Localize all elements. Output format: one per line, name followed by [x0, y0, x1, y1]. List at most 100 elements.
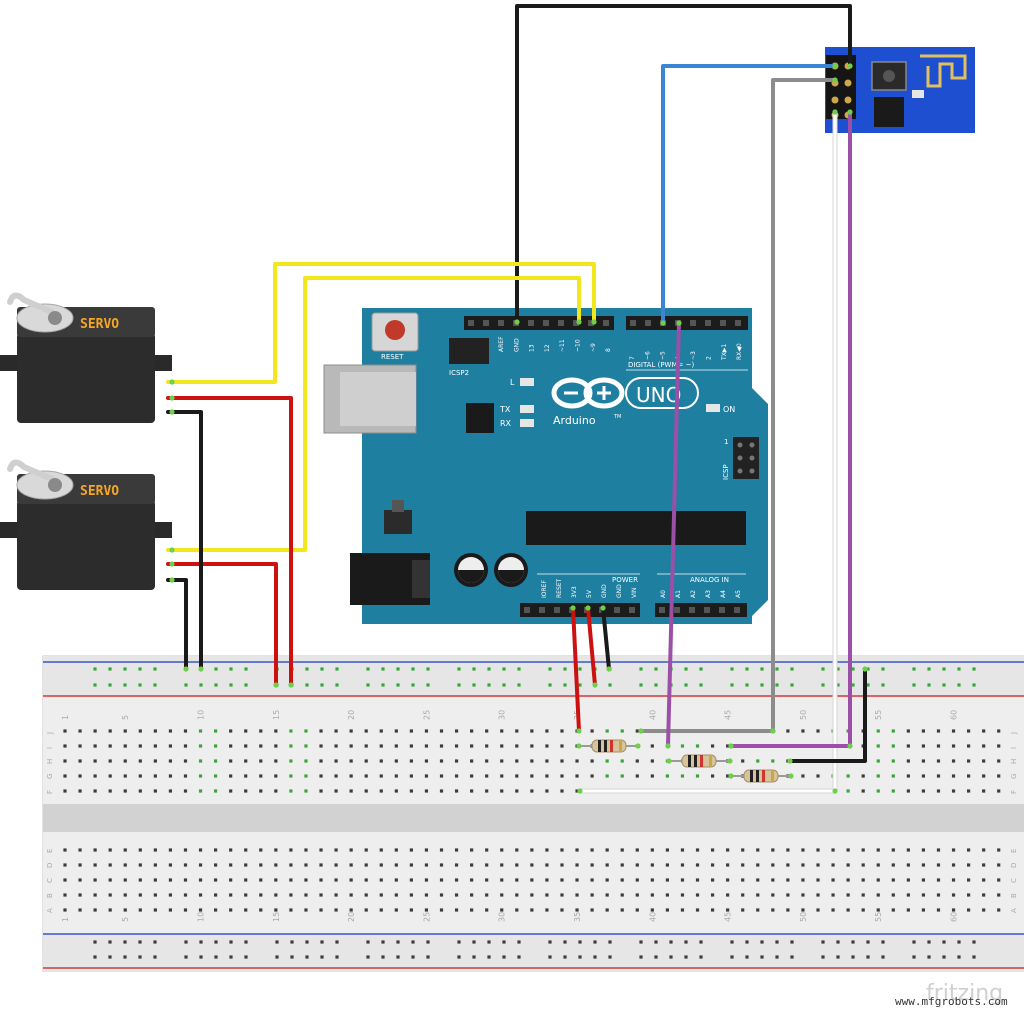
col-number-bottom: 35 — [573, 912, 582, 922]
rail-hole — [381, 683, 385, 687]
rail-hole — [517, 940, 521, 944]
breadboard-hole — [138, 774, 142, 778]
fritzing-logo-text: fritzing — [926, 981, 1003, 1006]
breadboard-hole — [951, 744, 956, 748]
breadboard-hole — [394, 863, 398, 867]
breadboard-hole — [274, 759, 278, 763]
rail-hole — [942, 683, 946, 687]
rail-hole — [957, 683, 961, 687]
breadboard-hole — [439, 863, 444, 867]
breadboard-hole — [982, 744, 986, 748]
row-letter: I — [1010, 747, 1018, 749]
rail-hole — [851, 683, 855, 687]
rail-hole — [836, 683, 840, 687]
breadboard-hole — [229, 893, 233, 897]
breadboard-hole — [590, 908, 594, 912]
rail-hole — [821, 940, 825, 944]
rail-hole — [320, 955, 324, 959]
breadboard-hole — [259, 848, 263, 852]
breadboard-hole — [695, 848, 700, 852]
breadboard-hole — [123, 729, 127, 733]
breadboard-hole — [439, 729, 444, 733]
rail-hole — [760, 940, 764, 944]
breadboard-hole — [485, 759, 489, 763]
breadboard-hole — [726, 908, 730, 912]
breadboard-hole — [500, 789, 504, 793]
breadboard-hole — [846, 774, 850, 778]
breadboard-hole — [846, 893, 850, 897]
breadboard-hole — [545, 744, 549, 748]
breadboard-hole — [108, 893, 112, 897]
rail-hole — [457, 940, 461, 944]
wire-end-dot — [592, 682, 598, 688]
breadboard-hole — [289, 863, 293, 867]
breadboard-hole — [183, 744, 188, 748]
breadboard-hole — [635, 759, 639, 763]
breadboard-hole — [470, 729, 474, 733]
wire-end-dot — [727, 758, 733, 764]
breadboard-hole — [726, 893, 730, 897]
breadboard-hole — [485, 863, 489, 867]
rail-hole — [184, 683, 188, 687]
breadboard-hole — [680, 863, 685, 867]
rail-hole — [730, 955, 734, 959]
breadboard-hole — [304, 789, 308, 793]
top-header-label: GND — [513, 338, 520, 352]
rail-hole — [745, 955, 749, 959]
breadboard-hole — [138, 893, 142, 897]
breadboard-hole — [409, 878, 413, 882]
breadboard-hole — [756, 863, 760, 867]
rail-hole — [381, 667, 385, 671]
wire-end-dot — [169, 409, 175, 415]
breadboard-hole — [319, 908, 323, 912]
rail-hole — [669, 955, 673, 959]
top-header-label: RX◀0 — [736, 343, 743, 360]
breadboard-hole — [289, 744, 293, 748]
breadboard-hole — [560, 878, 564, 882]
breadboard-hole — [936, 908, 941, 912]
row-letter: G — [1010, 774, 1018, 779]
breadboard-hole — [168, 878, 173, 882]
breadboard-hole — [379, 744, 383, 748]
breadboard-hole — [214, 908, 218, 912]
breadboard-hole — [334, 789, 338, 793]
rail-hole — [851, 667, 855, 671]
breadboard-hole — [816, 863, 820, 867]
breadboard-hole — [906, 863, 910, 867]
resistor-1 — [579, 739, 638, 753]
breadboard-hole — [906, 893, 910, 897]
breadboard-hole — [349, 789, 353, 793]
breadboard-hole — [470, 744, 474, 748]
breadboard-hole — [168, 744, 173, 748]
row-letter: A — [46, 908, 54, 913]
row-letter: E — [1010, 849, 1018, 853]
col-number-top: 55 — [874, 710, 883, 720]
wire-end-dot — [832, 77, 838, 83]
breadboard-hole — [394, 878, 398, 882]
row-letter: B — [1010, 893, 1018, 898]
breadboard-hole — [967, 774, 971, 778]
breadboard-hole — [620, 863, 624, 867]
breadboard-hole — [560, 729, 564, 733]
breadboard-hole — [695, 878, 700, 882]
breadboard-hole — [485, 789, 489, 793]
breadboard-hole — [997, 878, 1001, 882]
rail-hole — [881, 955, 885, 959]
esp8266-module — [825, 47, 975, 133]
breadboard-hole — [334, 729, 338, 733]
breadboard-hole — [138, 863, 142, 867]
breadboard-hole — [801, 863, 805, 867]
breadboard-hole — [168, 774, 173, 778]
breadboard-hole — [485, 848, 489, 852]
breadboard-hole — [560, 848, 564, 852]
breadboard-hole — [304, 878, 308, 882]
header-pin — [468, 320, 474, 326]
rail-hole — [305, 955, 309, 959]
wire-end-dot — [198, 666, 204, 672]
header-pin — [689, 607, 695, 613]
breadboard-hole — [93, 908, 97, 912]
breadboard-hole — [876, 774, 880, 778]
breadboard-hole — [665, 908, 669, 912]
row-letter: H — [46, 759, 54, 764]
breadboard-hole — [936, 863, 941, 867]
